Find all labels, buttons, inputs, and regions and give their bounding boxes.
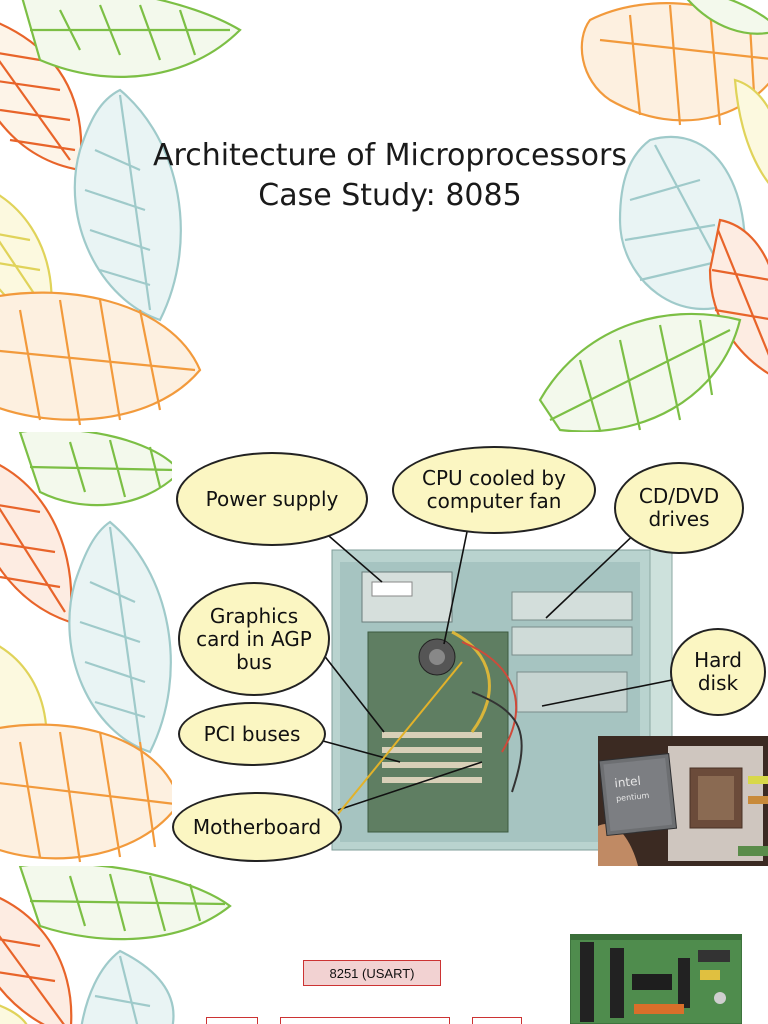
pentium-chip-photo: intel pentium: [598, 736, 768, 866]
title-line-2: Case Study: 8085: [258, 178, 522, 213]
title-slide: Architecture of Microprocessors Case Stu…: [0, 0, 768, 432]
pentium-chip-illustration: intel pentium: [598, 736, 768, 866]
callout-cd-dvd: CD/DVD drives: [614, 462, 744, 554]
chip-name-text: pentium: [616, 791, 650, 803]
leaf-decoration-left: [0, 0, 242, 426]
usart-label: 8251 (USART): [303, 960, 441, 986]
block-outline: [206, 1017, 258, 1024]
title-line-1: Architecture of Microprocessors: [153, 138, 627, 173]
computer-internals-slide: Power supply CPU cooled by computer fan …: [0, 432, 768, 866]
callout-pci-buses: PCI buses: [178, 702, 326, 766]
callout-motherboard: Motherboard: [172, 792, 342, 862]
leaf-decoration-right: [538, 0, 768, 432]
callout-hard-disk: Hard disk: [670, 628, 766, 716]
usart-board-photo: [570, 934, 742, 1024]
callout-power-supply: Power supply: [176, 452, 368, 546]
block-outline: [280, 1017, 450, 1024]
chip-brand-text: intel: [614, 774, 642, 791]
block-outline: [472, 1017, 522, 1024]
callout-graphics-card: Graphics card in AGP bus: [178, 582, 330, 696]
callout-cpu: CPU cooled by computer fan: [392, 446, 596, 534]
usart-slide: 8251 (USART): [0, 866, 768, 1024]
slide-title: Architecture of Microprocessors Case Stu…: [60, 136, 720, 216]
leaf-decoration-left: [0, 432, 180, 863]
computer-internals-photo: Power supply CPU cooled by computer fan …: [172, 432, 768, 866]
leaf-decoration-left: [0, 866, 232, 1024]
